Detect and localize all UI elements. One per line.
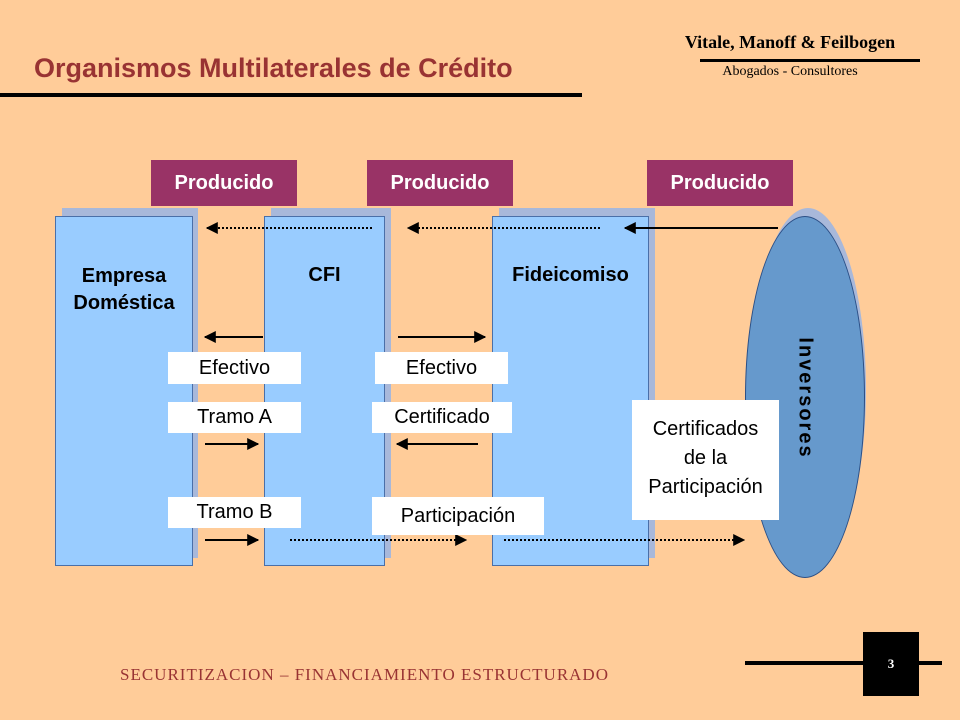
page-number: 3 [863, 632, 919, 696]
cfi-column [264, 216, 385, 566]
certificados-line3: Participación [648, 476, 763, 498]
cfi-label: CFI [308, 264, 341, 286]
page-title: Organismos Multilaterales de Crédito [34, 53, 513, 83]
empresa-label-line1: Empresa [81, 265, 167, 287]
producido-label-3: Producido [647, 160, 793, 206]
firm-subtitle: Abogados - Consultores [722, 64, 858, 79]
empresa-label-line2: Doméstica [73, 292, 175, 314]
producido-label-1: Producido [151, 160, 297, 206]
firm-name: Vitale, Manoff & Feilbogen [684, 32, 896, 52]
footer-text: SECURITIZACION – FINANCIAMIENTO ESTRUCTU… [120, 665, 609, 684]
producido-label-2: Producido [367, 160, 513, 206]
empresa-domestica-label: Empresa Doméstica [55, 263, 193, 317]
efectivo-tag-right: Efectivo [375, 352, 508, 384]
footer-divider [745, 661, 942, 665]
participacion-tag: Participación [372, 497, 544, 535]
certificados-line2: de la [683, 447, 728, 469]
certificados-participacion-tag: Certificados de la Participación [632, 400, 779, 520]
certificado-tag: Certificado [372, 402, 512, 433]
tramo-a-tag: Tramo A [168, 402, 301, 433]
fideicomiso-label: Fideicomiso [512, 264, 629, 286]
certificados-line1: Certificados [652, 418, 759, 440]
title-divider [0, 93, 582, 97]
efectivo-tag-left: Efectivo [168, 352, 301, 384]
tramo-b-tag: Tramo B [168, 497, 301, 528]
firm-divider [700, 59, 920, 62]
